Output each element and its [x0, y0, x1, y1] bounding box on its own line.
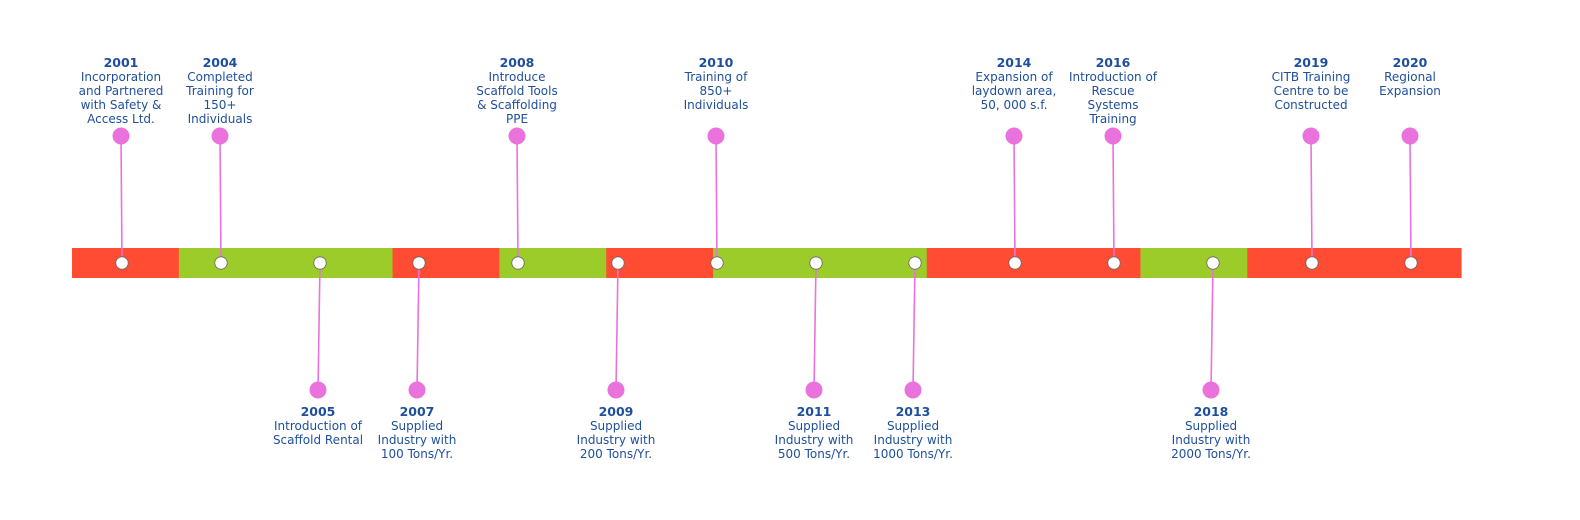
milestone-pin	[112, 127, 130, 145]
connector-line	[715, 135, 718, 264]
milestone-dot	[214, 256, 228, 270]
timeline-segment	[178, 248, 287, 278]
milestone-description: Introduce Scaffold Tools & Scaffolding P…	[476, 70, 558, 126]
milestone-dot	[1008, 256, 1022, 270]
milestone-year: 2016	[1095, 55, 1131, 70]
milestone-pin	[1401, 127, 1419, 145]
milestone-year: 2014	[996, 55, 1032, 70]
milestone-pin	[1202, 381, 1220, 399]
connector-line	[1210, 262, 1214, 391]
milestone-year: 2004	[202, 55, 238, 70]
milestone-pin	[607, 381, 625, 399]
connector-line	[317, 262, 321, 391]
milestone-description: Supplied Industry with 200 Tons/Yr.	[576, 419, 656, 461]
milestone-description: Supplied Industry with 2000 Tons/Yr.	[1171, 419, 1251, 461]
connector-line	[416, 262, 420, 391]
milestone-description: Supplied Industry with 100 Tons/Yr.	[377, 419, 457, 461]
milestone-dot	[1305, 256, 1319, 270]
milestone-year: 2018	[1193, 404, 1229, 419]
timeline-segment	[392, 248, 500, 278]
timeline-segment	[713, 248, 821, 278]
milestone-description: Completed Training for 150+ Individuals	[186, 70, 254, 126]
milestone-pin	[1005, 127, 1023, 145]
milestone-dot	[908, 256, 922, 270]
milestone-dot	[611, 256, 625, 270]
milestone-pin	[211, 127, 229, 145]
milestone-description: Expansion of laydown area, 50, 000 s.f.	[971, 70, 1057, 112]
milestone-year: 2019	[1293, 55, 1329, 70]
milestone-dot	[1107, 256, 1121, 270]
milestone-year: 2001	[103, 55, 139, 70]
milestone-dot	[1206, 256, 1220, 270]
connector-line	[912, 262, 916, 391]
connector-line	[813, 262, 817, 391]
milestone-description: Introduction of Rescue Systems Training	[1068, 70, 1158, 126]
milestone-pin	[707, 127, 725, 145]
milestone-dot	[115, 256, 129, 270]
milestone-dot	[1404, 256, 1418, 270]
timeline-segment	[1247, 248, 1355, 278]
connector-line	[1013, 135, 1016, 264]
milestone-description: Introduction of Scaffold Rental	[272, 419, 364, 447]
milestone-year: 2010	[698, 55, 734, 70]
milestone-dot	[710, 256, 724, 270]
milestone-year: 2011	[796, 404, 832, 419]
timeline-segment	[1140, 248, 1248, 278]
milestone-year: 2007	[399, 404, 435, 419]
connector-line	[219, 135, 222, 264]
milestone-pin	[1104, 127, 1122, 145]
milestone-pin	[408, 381, 426, 399]
milestone-dot	[412, 256, 426, 270]
milestone-pin	[1302, 127, 1320, 145]
milestone-pin	[309, 381, 327, 399]
milestone-year: 2013	[895, 404, 931, 419]
milestone-pin	[508, 127, 526, 145]
milestone-year: 2008	[499, 55, 535, 70]
milestone-description: Incorporation and Partnered with Safety …	[78, 70, 164, 126]
milestone-dot	[313, 256, 327, 270]
connector-line	[1310, 135, 1313, 264]
milestone-description: CITB Training Centre to be Constructed	[1271, 70, 1351, 112]
connector-line	[120, 135, 123, 264]
milestone-pin	[904, 381, 922, 399]
milestone-dot	[511, 256, 525, 270]
connector-line	[1112, 135, 1115, 264]
connector-line	[516, 135, 519, 264]
milestone-dot	[809, 256, 823, 270]
connector-line	[615, 262, 619, 391]
milestone-pin	[805, 381, 823, 399]
milestone-year: 2020	[1392, 55, 1428, 70]
timeline-segment	[285, 248, 394, 278]
milestone-description: Supplied Industry with 1000 Tons/Yr.	[873, 419, 953, 461]
timeline-segment	[1033, 248, 1142, 278]
connector-line	[1409, 135, 1412, 264]
milestone-year: 2009	[598, 404, 634, 419]
milestone-description: Regional Expansion	[1379, 70, 1441, 98]
milestone-year: 2005	[300, 404, 336, 419]
milestone-description: Supplied Industry with 500 Tons/Yr.	[774, 419, 854, 461]
milestone-description: Training of 850+ Individuals	[683, 70, 749, 112]
